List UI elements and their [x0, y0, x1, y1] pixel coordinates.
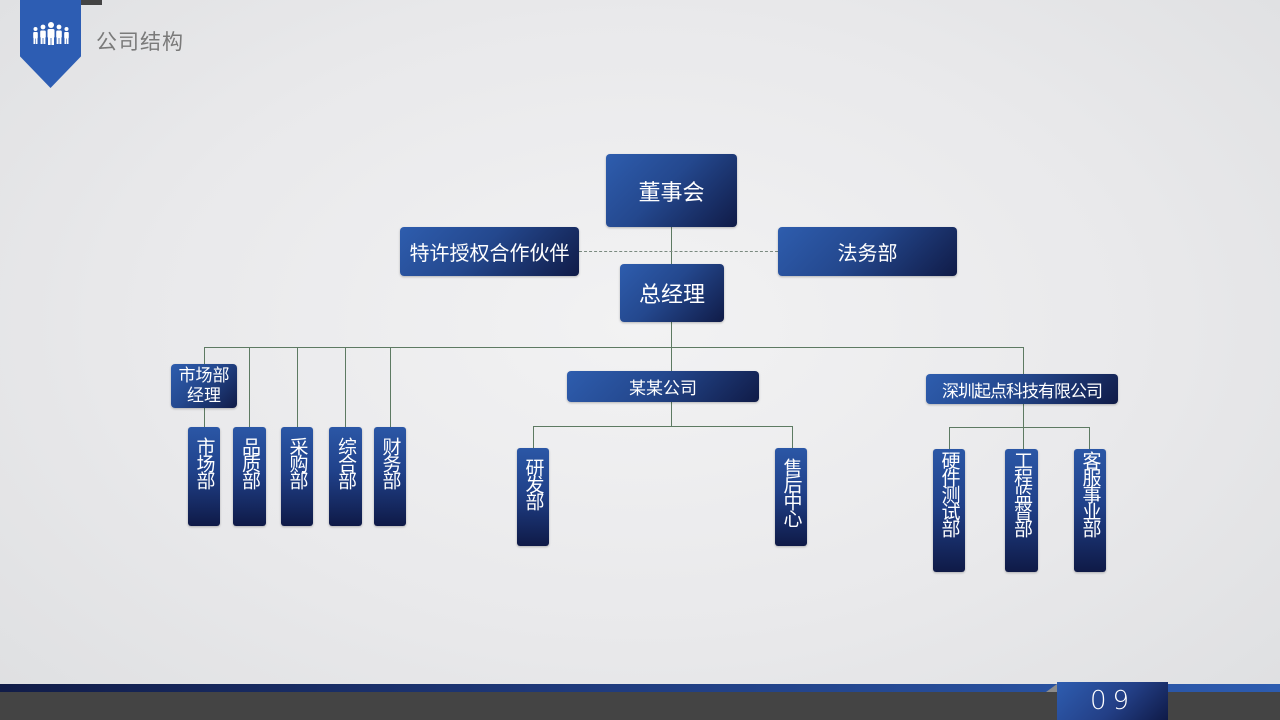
shenzhen-company-box[interactable]: 深圳起点科技有限公司: [926, 374, 1118, 404]
dept-label: 客服事业部: [1079, 451, 1102, 536]
dept-label: 工程监督部: [1011, 451, 1033, 536]
page-title: 公司结构: [96, 30, 184, 54]
connector-finance: [390, 347, 391, 427]
dept-label: 采购部: [286, 437, 309, 488]
connector-aftersales: [792, 426, 793, 448]
board-box[interactable]: 董事会: [606, 154, 737, 227]
page-tab-notch: [1046, 684, 1057, 692]
connector-board-gm: [671, 227, 672, 264]
dept-label: 品质部: [239, 437, 261, 488]
legal-label: 法务部: [837, 241, 898, 265]
connector-company-down: [671, 402, 672, 427]
connector-market-dept: [204, 408, 205, 427]
header-ribbon: [20, 0, 81, 88]
connector-general: [345, 347, 346, 427]
dept-label: 硬件测试部: [938, 451, 961, 536]
connector-purchase: [297, 347, 298, 427]
footer-gradient-strip: [0, 684, 1280, 693]
market-manager-label-line1: 市场部: [178, 366, 230, 386]
dept-label: 售后中心: [780, 458, 803, 526]
connector-gm-down: [671, 322, 672, 371]
connector-rd: [533, 426, 534, 448]
connector-main-horizontal: [204, 347, 1024, 348]
shenzhen-company-label: 深圳起点科技有限公司: [942, 381, 1103, 402]
company-label: 某某公司: [629, 379, 697, 399]
gm-box[interactable]: 总经理: [620, 264, 724, 322]
connector-hwtest: [949, 427, 950, 449]
dept-box-purchase[interactable]: 采购部: [281, 427, 313, 526]
partner-label: 特许授权合作伙伴: [409, 241, 570, 265]
dept-box-rd[interactable]: 研发部: [517, 448, 549, 546]
dept-box-service[interactable]: 客服事业部: [1074, 449, 1106, 572]
connector-service: [1089, 427, 1090, 449]
dept-label: 研发部: [522, 458, 545, 509]
dept-box-finance[interactable]: 财务部: [374, 427, 406, 526]
connector-dashed-partner-legal: [579, 251, 778, 252]
gm-label: 总经理: [638, 283, 705, 308]
dept-box-aftersales[interactable]: 售后中心: [775, 448, 807, 546]
dept-label: 财务部: [379, 437, 402, 488]
board-label: 董事会: [638, 180, 705, 206]
people-group-icon: [31, 22, 71, 88]
partner-box[interactable]: 特许授权合作伙伴: [400, 227, 579, 276]
connector-shenzhen-horizontal: [949, 427, 1090, 428]
connector-market-manager: [204, 347, 205, 364]
page-number: 09: [1089, 686, 1136, 716]
market-manager-label-line2: 经理: [187, 386, 221, 406]
market-manager-box[interactable]: 市场部 经理: [171, 364, 237, 408]
dept-label: 综合部: [335, 437, 357, 488]
legal-box[interactable]: 法务部: [778, 227, 957, 276]
dept-box-hwtest[interactable]: 硬件测试部: [933, 449, 965, 572]
dept-label: 市场部: [193, 437, 216, 488]
dept-box-market[interactable]: 市场部: [188, 427, 220, 526]
connector-company-horizontal: [533, 426, 793, 427]
dept-box-general[interactable]: 综合部: [329, 427, 362, 526]
company-box[interactable]: 某某公司: [567, 371, 759, 402]
dept-box-quality[interactable]: 品质部: [233, 427, 266, 526]
dept-box-engineering[interactable]: 工程监督部: [1005, 449, 1038, 572]
connector-shenzhen: [1023, 347, 1024, 374]
page-number-tab: 09: [1057, 682, 1168, 720]
connector-quality: [249, 347, 250, 427]
